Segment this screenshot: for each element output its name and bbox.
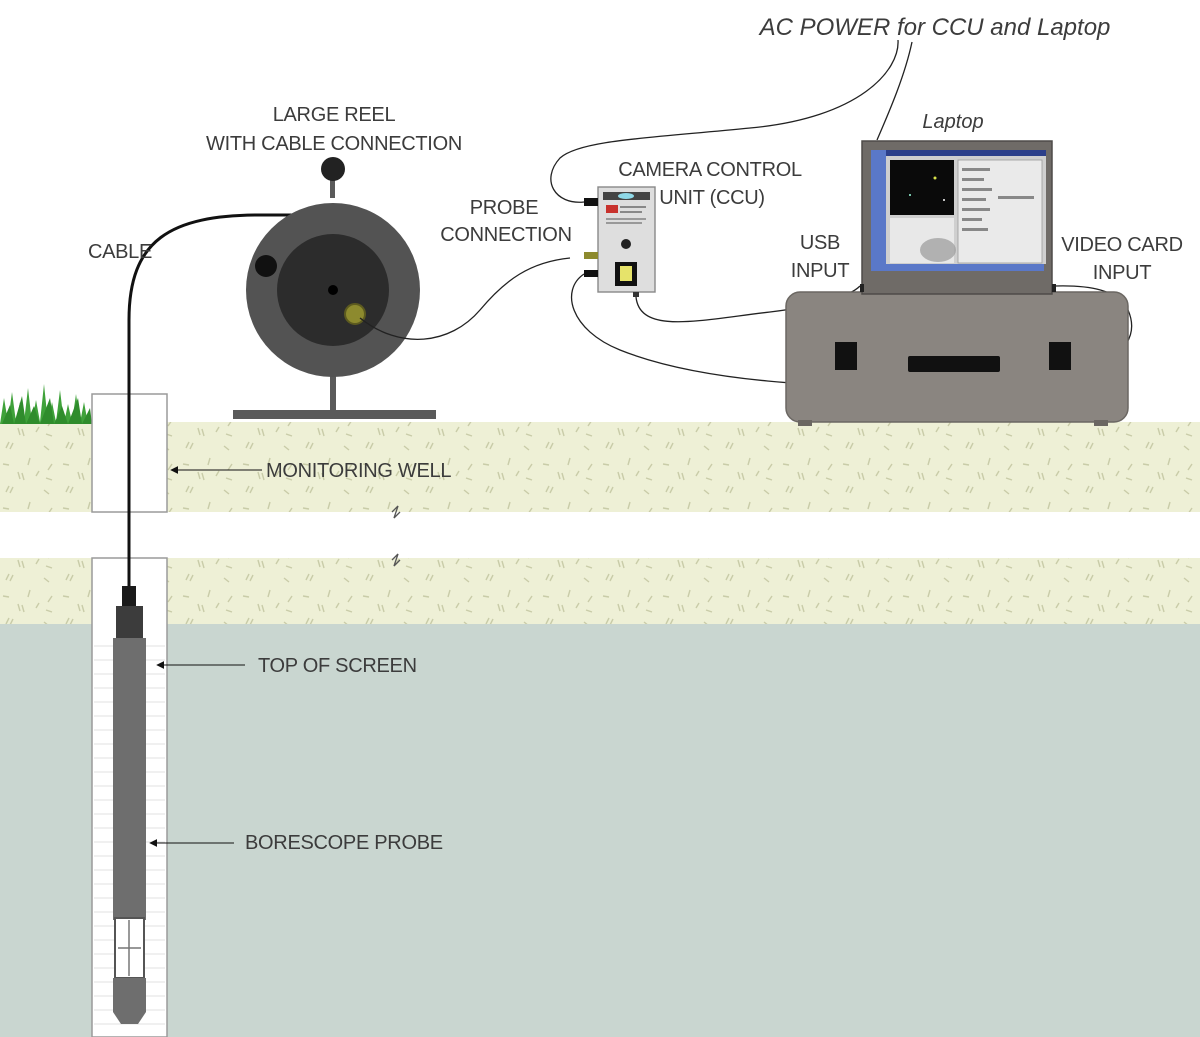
large-reel [233,157,436,419]
reel-stand [330,360,336,412]
reel-connector [344,303,366,325]
video-card-label-line2: INPUT [1093,262,1152,284]
cable-line [127,213,300,560]
ccu-label-line2: UNIT (CCU) [659,187,765,209]
break-mark-top [391,505,401,519]
cable-label: CABLE [88,241,152,263]
probe-cable [359,257,571,341]
reel-hub [328,285,338,295]
borescope-probe [113,586,146,1024]
groundwater-layer [0,624,1200,1037]
lower-soil-layer [0,558,1200,626]
probe-connection-label-line2: CONNECTION [440,224,571,246]
usb-input-label-line1: USB [800,232,840,254]
camera-control-unit [584,186,656,297]
laptop-label: Laptop [922,111,983,133]
ground-layers [0,422,1200,1037]
ac-power-label: AC POWER for CCU and Laptop [758,14,1111,41]
top-of-screen-label: TOP OF SCREEN [258,655,417,677]
probe-connection-label-line1: PROBE [470,197,539,219]
laptop [860,140,1056,295]
large-reel-label-line2: WITH CABLE CONNECTION [206,133,462,155]
borescope-probe-label: BORESCOPE PROBE [245,832,443,854]
break-mark-bottom [391,553,401,567]
large-reel-label-line1: LARGE REEL [273,104,396,126]
reel-handle-knob [321,157,345,181]
usb-input-label-line2: INPUT [791,260,850,282]
upper-soil-layer [0,422,1200,512]
reel-cable-port [255,255,277,277]
monitoring-well-label: MONITORING WELL [266,460,451,482]
soil-gap-break [0,512,1200,558]
power-cable-laptop [876,41,913,141]
power-cable-ccu [550,39,899,203]
laptop-case [785,291,1129,426]
video-card-label-line1: VIDEO CARD [1061,234,1182,256]
grass-tuft [0,384,92,424]
reel-base [233,410,436,419]
ccu-label-line1: CAMERA CONTROL [618,159,802,181]
